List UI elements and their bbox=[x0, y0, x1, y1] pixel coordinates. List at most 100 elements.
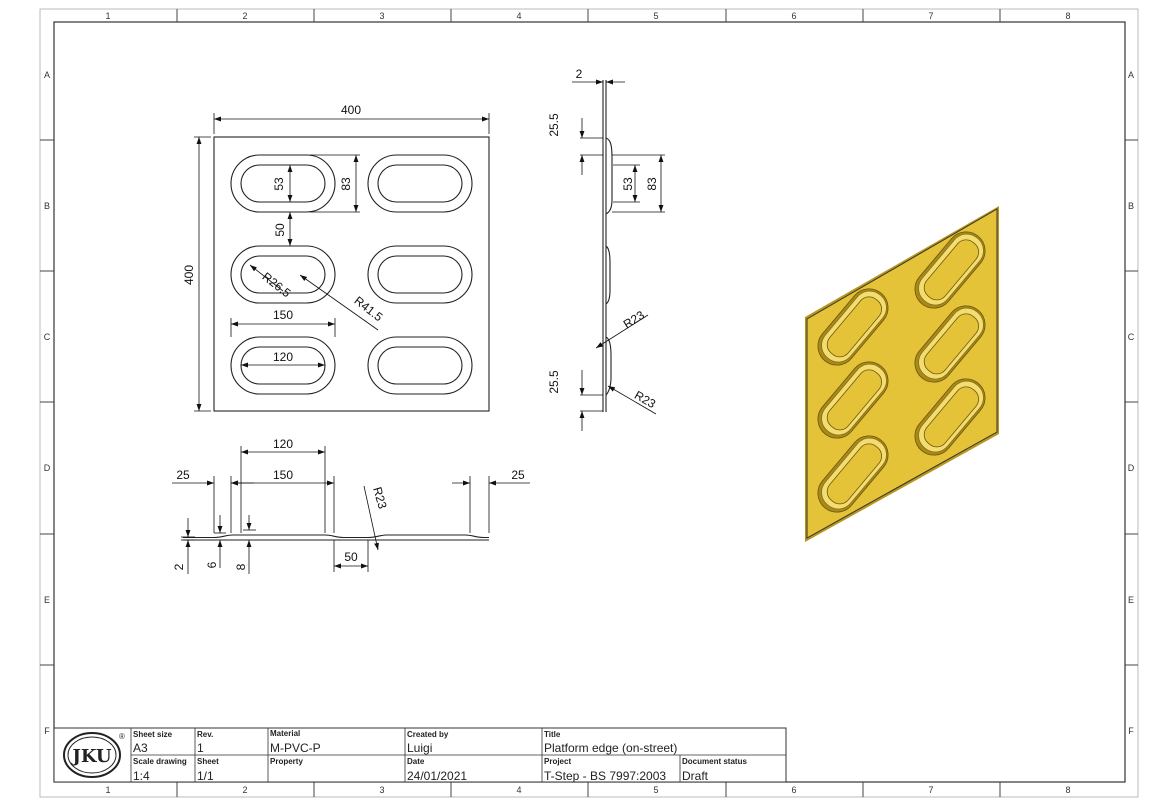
dim-side-slot-inner: 53 bbox=[621, 177, 635, 191]
dim-inner-radius: R26.5 bbox=[260, 269, 294, 300]
bottom-view bbox=[183, 534, 489, 541]
iso-slot-ring bbox=[826, 443, 883, 505]
dim-side-thickness: 2 bbox=[576, 67, 583, 81]
tb-sheet-value: 1/1 bbox=[197, 769, 214, 783]
grid-row-label: D bbox=[1128, 463, 1135, 473]
front-view bbox=[213, 136, 490, 412]
grid-col-label: 1 bbox=[105, 785, 110, 795]
tb-material-value: M-PVC-P bbox=[270, 741, 321, 755]
isometric-view bbox=[805, 206, 999, 542]
dim-slot-inner-length: 120 bbox=[273, 350, 293, 364]
dim-bottom-inner-length: 120 bbox=[273, 437, 293, 451]
grid-col-label: 4 bbox=[516, 785, 521, 795]
grid-col-label: 3 bbox=[379, 785, 384, 795]
front-view-dimensions bbox=[194, 113, 490, 412]
bottom-view-dim-labels: 120 150 25 25 R23 50 2 6 8 bbox=[172, 437, 525, 570]
grid-col-label: 7 bbox=[928, 785, 933, 795]
tb-scale-value: 1:4 bbox=[133, 769, 150, 783]
iso-slot bbox=[817, 435, 889, 513]
tb-sheet-size-value: A3 bbox=[133, 741, 148, 755]
grid-row-label: F bbox=[44, 726, 50, 736]
iso-slot bbox=[914, 378, 986, 456]
dim-slot-inner-height: 53 bbox=[272, 177, 286, 191]
tb-project-value: T-Step - BS 7997:2003 bbox=[544, 769, 666, 783]
grid-col-label: 4 bbox=[516, 11, 521, 21]
dim-front-width: 400 bbox=[341, 103, 361, 117]
tb-rev-value: 1 bbox=[197, 741, 204, 755]
tb-rev-label: Rev. bbox=[197, 730, 213, 739]
grid-col-label: 5 bbox=[653, 785, 658, 795]
grid-row-label: E bbox=[44, 595, 50, 605]
title-block: JKU ® Sheet size A3 Rev. 1 Material M-PV… bbox=[53, 727, 787, 783]
grid-row-label: B bbox=[44, 201, 50, 211]
dim-front-height: 400 bbox=[182, 265, 196, 285]
company-logo: JKU ® bbox=[63, 732, 125, 778]
slot-3 bbox=[230, 245, 336, 304]
dim-slot-outer-height: 83 bbox=[339, 177, 353, 191]
tb-project-label: Project bbox=[544, 757, 571, 766]
iso-slots bbox=[817, 231, 986, 513]
slot-2 bbox=[367, 154, 473, 213]
iso-slot-ring bbox=[826, 369, 883, 431]
dim-slot-outer-length: 150 bbox=[273, 308, 293, 322]
grid-col-label: 8 bbox=[1065, 11, 1070, 21]
front-plate-outline bbox=[213, 136, 490, 412]
slot-1 bbox=[230, 154, 336, 213]
grid-row-label: C bbox=[44, 332, 51, 342]
iso-slot bbox=[914, 305, 986, 383]
iso-slot bbox=[817, 288, 889, 366]
dim-bottom-margin-right: 25 bbox=[511, 468, 525, 482]
dim-side-offset-bottom: 25.5 bbox=[547, 370, 561, 394]
iso-slot-ring bbox=[826, 296, 883, 358]
side-view bbox=[602, 80, 613, 412]
grid-row-label: A bbox=[44, 70, 50, 80]
iso-slot-ring bbox=[923, 239, 980, 301]
iso-slot bbox=[914, 231, 986, 309]
grid-row-label: D bbox=[44, 463, 51, 473]
grid-col-label: 5 bbox=[653, 11, 658, 21]
iso-slot-ring bbox=[923, 313, 980, 375]
zone-grid bbox=[40, 9, 1138, 797]
logo-registered-mark: ® bbox=[119, 732, 125, 741]
grid-row-label: E bbox=[1128, 595, 1134, 605]
slot-4 bbox=[367, 245, 473, 304]
grid-col-label: 8 bbox=[1065, 785, 1070, 795]
tb-document-status-label: Document status bbox=[682, 757, 747, 766]
dim-bottom-thickness: 2 bbox=[172, 563, 186, 570]
grid-row-label: A bbox=[1128, 70, 1134, 80]
tb-sheet-label: Sheet bbox=[197, 757, 219, 766]
tb-material-label: Material bbox=[270, 729, 300, 738]
tb-created-by-label: Created by bbox=[407, 730, 449, 739]
grid-col-label: 6 bbox=[791, 11, 796, 21]
dim-bottom-margin-left: 25 bbox=[176, 468, 190, 482]
dim-bottom-outer-length: 150 bbox=[273, 468, 293, 482]
side-view-dimensions bbox=[572, 79, 665, 431]
dim-side-offset-top: 25.5 bbox=[547, 113, 561, 137]
tb-title-label: Title bbox=[544, 730, 561, 739]
grid-col-label: 3 bbox=[379, 11, 384, 21]
bottom-view-dimensions bbox=[172, 446, 530, 574]
dim-bottom-height-6: 6 bbox=[205, 561, 219, 568]
grid-col-label: 2 bbox=[242, 11, 247, 21]
tb-date-label: Date bbox=[407, 757, 425, 766]
dim-side-slot-outer: 83 bbox=[645, 177, 659, 191]
dim-bottom-radius: R23 bbox=[370, 485, 390, 510]
slot-6 bbox=[367, 336, 473, 395]
dim-bottom-height-8: 8 bbox=[234, 563, 248, 570]
tb-created-by-value: Luigi bbox=[407, 741, 432, 755]
slot-5 bbox=[230, 336, 336, 395]
iso-slot-ring bbox=[923, 386, 980, 448]
outer-frame bbox=[39, 8, 1139, 798]
tb-property-label: Property bbox=[270, 757, 303, 766]
grid-row-label: B bbox=[1128, 201, 1134, 211]
tb-scale-label: Scale drawing bbox=[133, 757, 187, 766]
dim-slot-gap: 50 bbox=[273, 223, 287, 237]
tb-sheet-size-label: Sheet size bbox=[133, 730, 173, 739]
grid-row-label: C bbox=[1128, 332, 1135, 342]
grid-col-label: 1 bbox=[105, 11, 110, 21]
logo-text: JKU bbox=[70, 746, 112, 767]
dim-side-radius-upper: R23 bbox=[621, 308, 647, 332]
iso-slot bbox=[817, 361, 889, 439]
